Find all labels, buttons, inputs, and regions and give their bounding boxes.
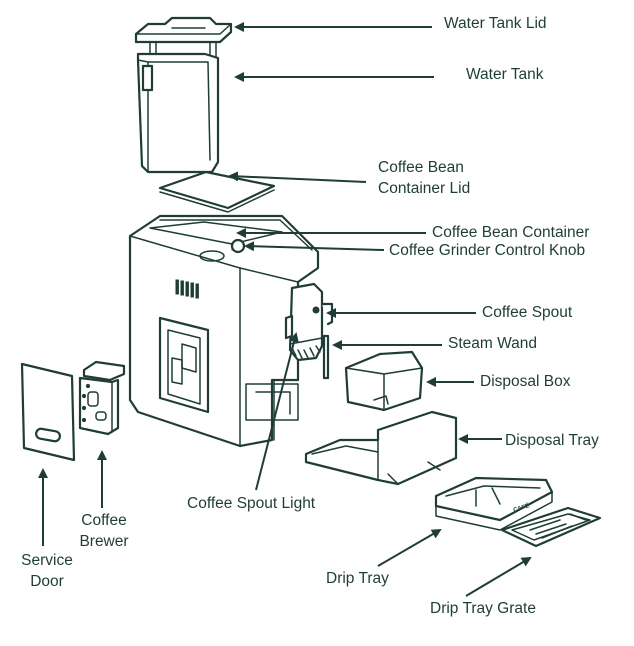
label-coffee-bean-container: Coffee Bean Container (432, 224, 590, 241)
label-coffee-bean-container-lid-line-1: Coffee Bean (378, 159, 464, 176)
leader-drip-tray (377, 528, 442, 567)
drip-tray-part (434, 476, 554, 531)
label-coffee-brewer-line-1: Coffee (81, 512, 127, 529)
water-tank-part (136, 52, 220, 174)
label-service-door: Service Door (16, 550, 78, 592)
label-service-door-line-1: Service (21, 552, 73, 569)
leader-coffee-spout-light (255, 332, 299, 491)
water-tank-lid-part (134, 16, 233, 59)
disposal-box-part (344, 350, 424, 412)
steam-wand-part (320, 302, 334, 380)
label-coffee-grinder-control-knob: Coffee Grinder Control Knob (389, 242, 586, 259)
label-coffee-brewer: Coffee Brewer (74, 510, 134, 552)
label-drip-tray: Drip Tray (326, 570, 389, 587)
leader-drip-tray-grate (465, 556, 532, 597)
label-water-tank: Water Tank (466, 66, 544, 83)
label-water-tank-lid: Water Tank Lid (444, 15, 547, 32)
leader-coffee-grinder-control-knob (244, 241, 385, 252)
label-drip-tray-grate: Drip Tray Grate (430, 600, 536, 617)
label-coffee-brewer-line-2: Brewer (79, 533, 129, 550)
label-service-door-line-2: Door (30, 573, 64, 590)
coffee-brewer-part (78, 360, 126, 436)
label-coffee-spout-light: Coffee Spout Light (187, 495, 316, 512)
vent-icon (175, 279, 199, 299)
label-disposal-tray: Disposal Tray (505, 432, 599, 449)
coffee-bean-container-lid-part (158, 170, 276, 213)
label-coffee-spout: Coffee Spout (482, 304, 573, 321)
label-steam-wand: Steam Wand (448, 335, 538, 352)
service-door-part (20, 362, 76, 462)
label-coffee-bean-container-lid: Coffee Bean Container Lid (378, 157, 470, 199)
label-coffee-bean-container-lid-line-2: Container Lid (378, 180, 471, 197)
disposal-tray-part (304, 410, 458, 486)
leader-coffee-bean-container-lid (228, 171, 367, 183)
label-disposal-box: Disposal Box (480, 373, 571, 390)
drip-tray-grate-part (500, 506, 602, 548)
